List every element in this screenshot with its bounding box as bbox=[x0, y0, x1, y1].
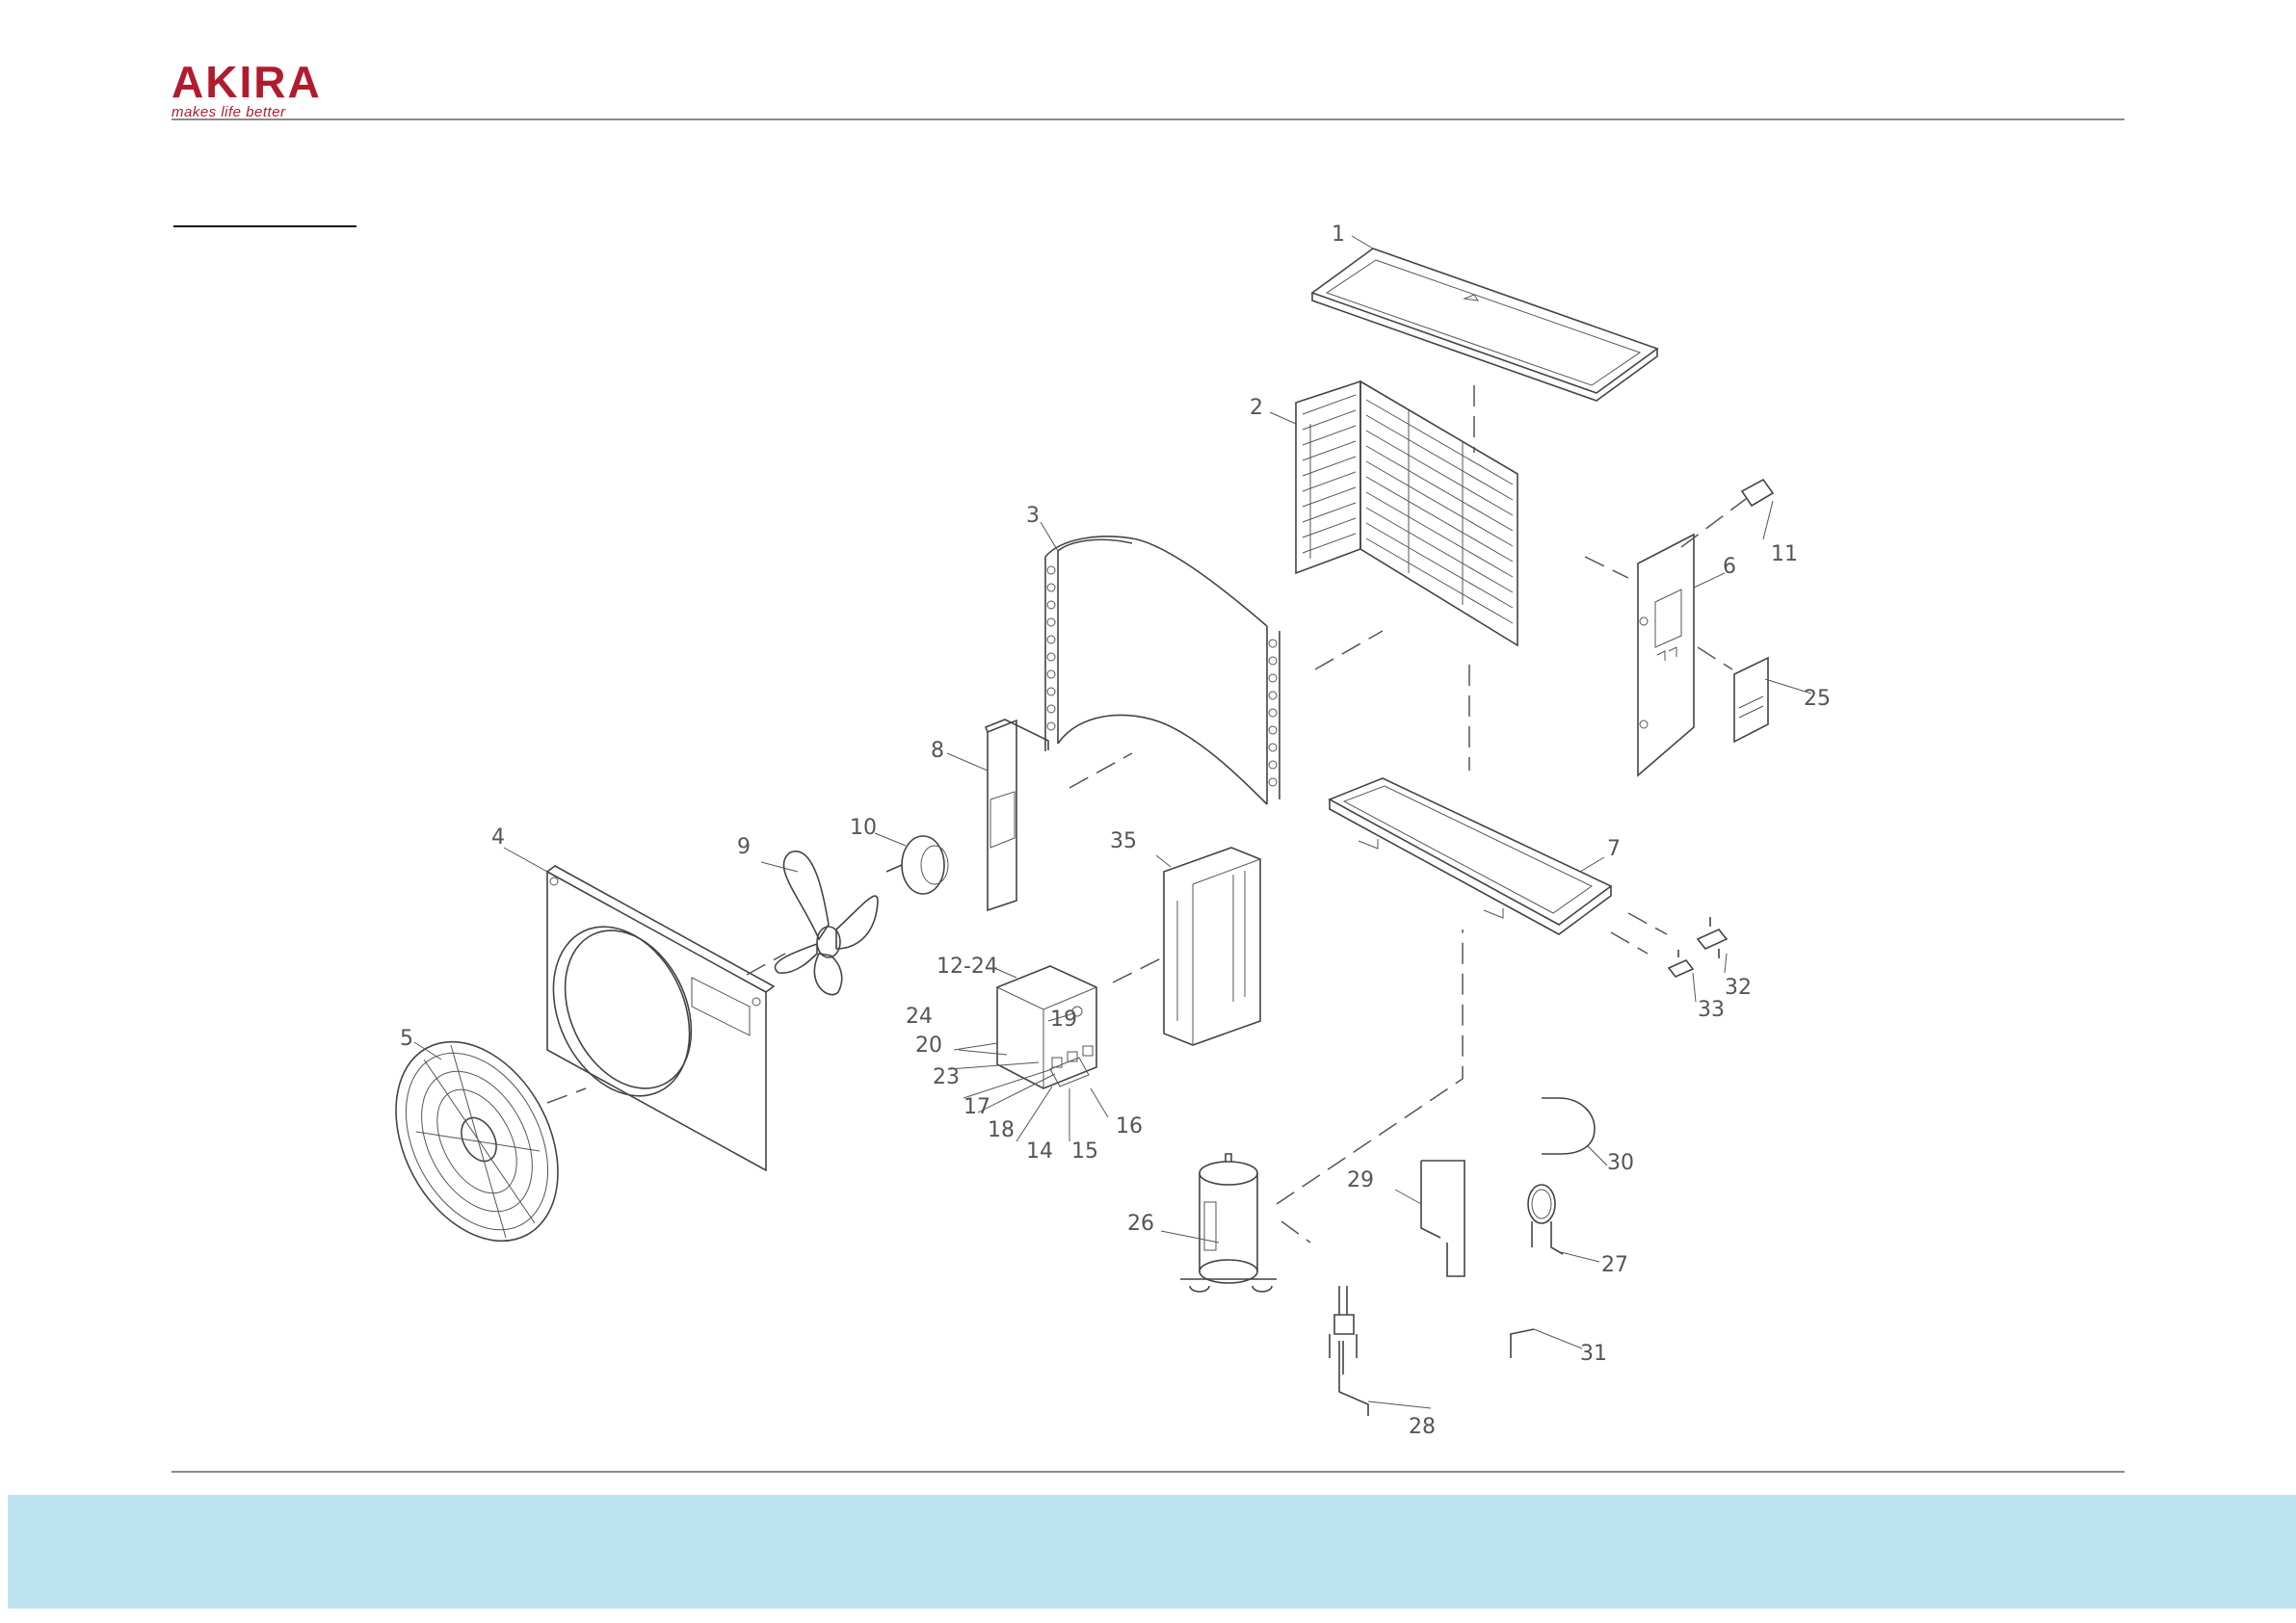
label-20: 20 bbox=[915, 1034, 942, 1058]
part-12-24-electrical-box bbox=[997, 966, 1096, 1088]
part-27-capillary-coil bbox=[1528, 1185, 1563, 1254]
label-15: 15 bbox=[1071, 1139, 1098, 1164]
part-26-compressor bbox=[1180, 1154, 1277, 1292]
label-18: 18 bbox=[988, 1118, 1015, 1142]
label-25: 25 bbox=[1804, 687, 1831, 711]
part-1-top-cover bbox=[1312, 249, 1657, 401]
label-9: 9 bbox=[737, 835, 751, 859]
footer-rule bbox=[172, 1471, 2124, 1473]
part-3-condenser-coil bbox=[1045, 537, 1280, 804]
label-10: 10 bbox=[850, 816, 877, 840]
label-31: 31 bbox=[1580, 1342, 1607, 1366]
label-7: 7 bbox=[1607, 837, 1621, 861]
label-24: 24 bbox=[906, 1005, 933, 1029]
part-28-valve-assembly bbox=[1330, 1286, 1368, 1416]
part-5-fan-guard bbox=[363, 1014, 591, 1270]
part-number-labels: 1 2 3 4 5 6 7 8 9 10 11 12-24 19 24 20 2… bbox=[400, 223, 1831, 1439]
part-35-partition-plate bbox=[1164, 848, 1260, 1045]
label-30: 30 bbox=[1607, 1151, 1634, 1175]
label-16: 16 bbox=[1116, 1114, 1143, 1139]
part-32-valve bbox=[1698, 917, 1727, 958]
label-32: 32 bbox=[1725, 976, 1752, 1000]
label-14: 14 bbox=[1026, 1139, 1053, 1164]
part-10-fan-motor bbox=[886, 836, 948, 894]
label-11: 11 bbox=[1771, 542, 1798, 566]
part-30-u-pipe bbox=[1542, 1098, 1595, 1154]
part-8-bracket bbox=[986, 720, 1048, 910]
part-7-base-pan bbox=[1330, 778, 1611, 934]
label-23: 23 bbox=[933, 1065, 960, 1089]
label-35: 35 bbox=[1110, 829, 1137, 853]
label-19: 19 bbox=[1050, 1008, 1077, 1032]
label-12-24: 12-24 bbox=[937, 955, 998, 979]
label-3: 3 bbox=[1026, 504, 1040, 528]
part-2-rear-grille bbox=[1296, 381, 1517, 645]
label-27: 27 bbox=[1601, 1253, 1628, 1277]
part-33-valve bbox=[1669, 950, 1693, 977]
label-33: 33 bbox=[1698, 998, 1725, 1022]
label-5: 5 bbox=[400, 1027, 413, 1051]
label-2: 2 bbox=[1250, 396, 1263, 420]
label-8: 8 bbox=[931, 739, 944, 763]
part-4-front-panel bbox=[527, 866, 774, 1170]
part-25-cover-plate bbox=[1734, 658, 1768, 742]
leader-lines bbox=[414, 236, 1811, 1408]
label-4: 4 bbox=[491, 825, 505, 850]
part-6-side-panel bbox=[1638, 535, 1694, 775]
part-31-elbow bbox=[1511, 1329, 1534, 1358]
label-17: 17 bbox=[963, 1095, 990, 1119]
footer-band bbox=[8, 1495, 2296, 1609]
label-1: 1 bbox=[1332, 223, 1345, 247]
label-28: 28 bbox=[1409, 1415, 1436, 1439]
label-6: 6 bbox=[1723, 555, 1736, 579]
part-9-fan-blade bbox=[775, 851, 877, 995]
part-11-handle bbox=[1742, 480, 1773, 506]
part-29-pipe bbox=[1421, 1161, 1465, 1276]
label-29: 29 bbox=[1347, 1168, 1374, 1192]
label-26: 26 bbox=[1127, 1212, 1154, 1236]
